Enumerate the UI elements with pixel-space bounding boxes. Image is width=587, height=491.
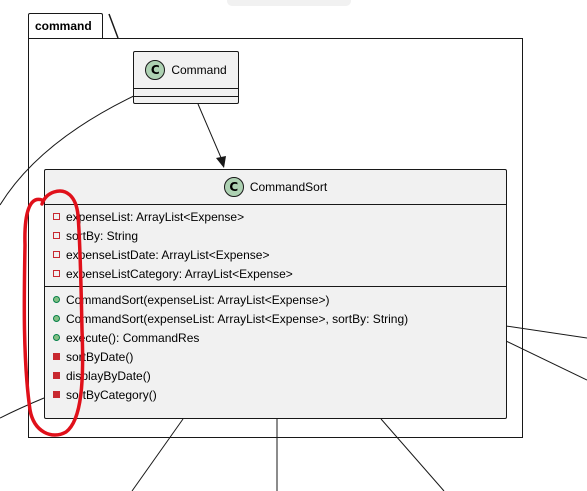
method-row: CommandSort(expenseList: ArrayList<Expen… — [45, 290, 506, 309]
method-row: CommandSort(expenseList: ArrayList<Expen… — [45, 309, 506, 328]
method-row: sortByCategory() — [45, 385, 506, 404]
private-field-icon — [53, 213, 60, 220]
package-name: command — [35, 19, 92, 33]
private-field-icon — [53, 232, 60, 239]
method-text: displayByDate() — [66, 368, 151, 383]
class-commandsort-header: C CommandSort — [45, 170, 506, 204]
method-text: CommandSort(expenseList: ArrayList<Expen… — [66, 292, 330, 307]
field-text: sortBy: String — [66, 228, 139, 243]
private-method-icon — [53, 391, 60, 398]
method-text: CommandSort(expenseList: ArrayList<Expen… — [66, 311, 409, 326]
class-stereotype-icon: C — [145, 60, 166, 80]
class-command-fields — [134, 88, 238, 96]
method-row: execute(): CommandRes — [45, 328, 506, 347]
field-row: expenseListDate: ArrayList<Expense> — [45, 245, 506, 264]
method-text: execute(): CommandRes — [66, 330, 200, 345]
method-row: sortByDate() — [45, 347, 506, 366]
class-command-header: C Command — [134, 52, 238, 88]
private-field-icon — [53, 251, 60, 258]
private-method-icon — [53, 372, 60, 379]
class-stereotype-icon: C — [223, 177, 244, 197]
class-commandsort-methods: CommandSort(expenseList: ArrayList<Expen… — [45, 286, 506, 404]
private-field-icon — [53, 270, 60, 277]
package-tab-corner — [108, 13, 119, 39]
background-tab — [227, 0, 351, 6]
edge-command-to-commandsort — [197, 103, 223, 161]
field-row: expenseListCategory: ArrayList<Expense> — [45, 264, 506, 283]
class-command[interactable]: C Command — [133, 51, 239, 104]
edge-left-top — [0, 92, 141, 206]
public-method-icon — [53, 334, 60, 341]
field-text: expenseListDate: ArrayList<Expense> — [66, 247, 270, 262]
method-text: sortByDate() — [66, 349, 134, 364]
public-method-icon — [53, 296, 60, 303]
field-row: sortBy: String — [45, 226, 506, 245]
public-method-icon — [53, 315, 60, 322]
package-tab: command — [28, 13, 103, 38]
field-text: expenseList: ArrayList<Expense> — [66, 209, 245, 224]
edge-right-2 — [505, 340, 587, 381]
edge-bottom-3 — [380, 418, 445, 491]
class-commandsort-name: CommandSort — [249, 180, 328, 194]
private-method-icon — [53, 353, 60, 360]
class-commandsort-fields: expenseList: ArrayList<Expense> sortBy: … — [45, 204, 506, 286]
edge-bottom-1 — [131, 418, 184, 491]
field-text: expenseListCategory: ArrayList<Expense> — [66, 266, 293, 281]
arrowhead — [216, 156, 226, 168]
edge-right-1 — [505, 325, 587, 339]
class-command-methods — [134, 96, 238, 97]
class-commandsort[interactable]: C CommandSort expenseList: ArrayList<Exp… — [44, 169, 507, 419]
field-row: expenseList: ArrayList<Expense> — [45, 207, 506, 226]
class-command-name: Command — [171, 63, 227, 77]
method-row: displayByDate() — [45, 366, 506, 385]
method-text: sortByCategory() — [66, 387, 157, 402]
